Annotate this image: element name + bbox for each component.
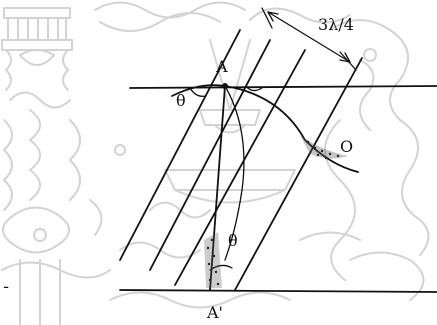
point-a-dot (222, 83, 228, 89)
wavefront-line-1 (119, 29, 241, 261)
vertical-line-a-a-prime (209, 85, 226, 291)
angle-arc-bottom (209, 264, 233, 271)
refracted-ray (224, 85, 359, 173)
incident-ray (171, 84, 226, 97)
angle-arc-top-right (245, 85, 263, 92)
dimension-tick-right (339, 51, 357, 71)
shaded-regions (204, 135, 348, 288)
arc-curve (224, 85, 245, 261)
label-theta-top: θ (176, 91, 186, 110)
label-point-o: O (340, 137, 353, 156)
angle-arc-top-left (189, 87, 207, 97)
wavefront-line-3 (174, 49, 306, 286)
diagram-labels: A A' θ θ 3λ/4 O ـ (3, 15, 354, 322)
label-stray-mark: ـ (3, 276, 9, 292)
label-distance-three-quarter-lambda: 3λ/4 (318, 15, 354, 34)
top-boundary-line (129, 85, 437, 89)
distance-dimension-line (267, 11, 351, 63)
arrowhead-start (267, 11, 279, 22)
shaded-patch-a-prime (204, 232, 222, 288)
ornamental-seal-watermark (1, 1, 430, 325)
wavefront-line-4 (234, 57, 363, 291)
label-theta-bottom: θ (228, 231, 238, 250)
bottom-boundary-line (119, 289, 437, 293)
diagram-lines (119, 7, 437, 293)
label-point-a: A (215, 57, 228, 76)
shaded-patch-o (300, 135, 348, 159)
label-point-a-prime: A' (206, 303, 223, 322)
dimension-tick-left (261, 7, 273, 29)
wavefront-line-2 (149, 39, 271, 271)
